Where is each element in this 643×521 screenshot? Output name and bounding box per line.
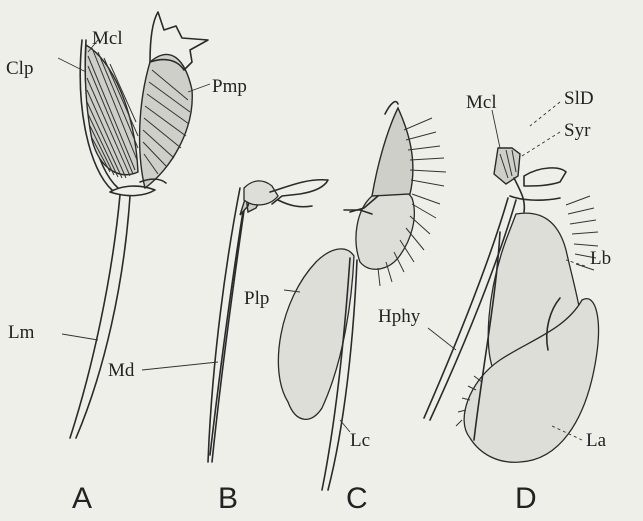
label-pmp: Pmp: [212, 76, 247, 97]
panel-d-drawing: [424, 148, 598, 462]
label-clp: Clp: [6, 58, 33, 79]
label-plp: Plp: [244, 288, 269, 309]
label-syr: Syr: [564, 120, 591, 141]
panel-caption-b: B: [218, 482, 238, 515]
label-mcl-a: Mcl: [92, 28, 123, 49]
label-sld: SlD: [564, 88, 594, 109]
label-lc: Lc: [350, 430, 370, 451]
panel-caption-d: D: [515, 482, 537, 515]
label-mcl-d: Mcl: [466, 92, 497, 113]
label-hphy: Hphy: [378, 306, 421, 327]
panel-caption-a: A: [72, 482, 92, 515]
label-md: Md: [108, 360, 135, 381]
label-la: La: [586, 430, 607, 451]
label-lm: Lm: [8, 322, 35, 343]
label-lb: Lb: [590, 248, 611, 269]
panel-caption-c: C: [346, 482, 368, 515]
panel-a-drawing: [70, 12, 208, 438]
